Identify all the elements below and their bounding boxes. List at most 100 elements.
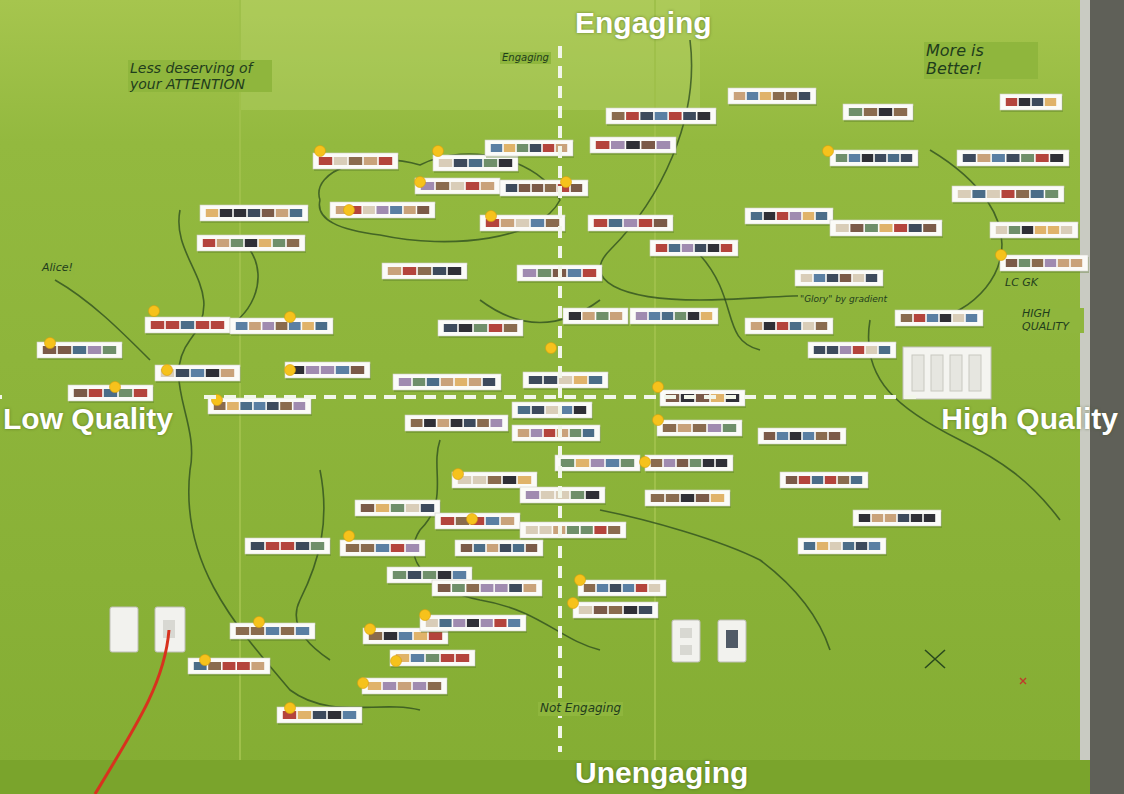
thumbnail bbox=[1031, 190, 1044, 198]
data-port bbox=[726, 630, 738, 648]
thumbnail bbox=[958, 190, 971, 198]
thumbnail bbox=[1050, 154, 1063, 162]
thumbnail bbox=[803, 212, 814, 220]
thumbnail bbox=[499, 159, 512, 167]
voting-dot bbox=[653, 415, 664, 426]
voting-dot bbox=[546, 343, 557, 354]
thumbnail bbox=[466, 584, 479, 592]
thumbnail bbox=[319, 157, 332, 165]
thumbnail bbox=[546, 219, 559, 227]
thumbnail bbox=[508, 619, 520, 627]
axis-label: High Quality bbox=[941, 402, 1118, 435]
thumbnail bbox=[454, 159, 467, 167]
storyboard-strip bbox=[606, 108, 716, 124]
thumbnail bbox=[234, 209, 246, 217]
thumbnail bbox=[518, 476, 531, 484]
thumbnail bbox=[641, 141, 655, 149]
thumbnail bbox=[516, 219, 529, 227]
thumbnail bbox=[406, 544, 419, 552]
thumbnail bbox=[290, 209, 302, 217]
outlet-socket bbox=[680, 628, 692, 638]
thumbnail bbox=[176, 369, 189, 377]
thumbnail bbox=[606, 459, 619, 467]
thumbnail bbox=[817, 542, 828, 550]
thumbnail bbox=[231, 239, 243, 247]
voting-dot bbox=[467, 514, 478, 525]
thumbnail bbox=[799, 476, 810, 484]
thumbnail bbox=[814, 346, 825, 354]
thumbnail bbox=[636, 584, 647, 592]
thumbnail bbox=[296, 542, 309, 550]
storyboard-strip bbox=[895, 310, 983, 326]
thumbnail bbox=[103, 346, 116, 354]
thumbnail bbox=[571, 184, 582, 192]
storyboard-strip bbox=[355, 500, 440, 516]
storyboard-strip bbox=[853, 510, 941, 526]
storyboard-strip bbox=[405, 415, 508, 431]
thumbnail bbox=[864, 108, 877, 116]
storyboard-strip bbox=[500, 180, 588, 196]
thumbnail bbox=[456, 654, 469, 662]
thumbnail bbox=[567, 526, 579, 534]
thumbnail bbox=[273, 239, 285, 247]
thumbnail bbox=[696, 494, 709, 502]
thumbnail bbox=[451, 419, 463, 427]
storyboard-strip bbox=[330, 202, 435, 218]
thumbnail bbox=[427, 378, 439, 386]
thumbnail bbox=[851, 476, 862, 484]
storyboard-strip bbox=[657, 420, 742, 436]
thumbnail bbox=[898, 514, 909, 522]
thumbnail bbox=[879, 108, 892, 116]
thumbnail bbox=[623, 584, 634, 592]
voting-dot bbox=[433, 146, 444, 157]
thumbnail bbox=[849, 154, 860, 162]
thumbnail bbox=[368, 682, 381, 690]
power-cord bbox=[95, 630, 169, 794]
thumbnail bbox=[1048, 226, 1059, 234]
thumbnail bbox=[526, 526, 538, 534]
thumbnail bbox=[151, 321, 164, 329]
thumbnail bbox=[406, 504, 419, 512]
thumbnail bbox=[316, 322, 328, 330]
thumbnail bbox=[266, 542, 279, 550]
thumbnail bbox=[196, 321, 209, 329]
thumbnail bbox=[703, 459, 714, 467]
storyboard-strip bbox=[145, 317, 230, 333]
thumbnail bbox=[377, 206, 389, 214]
handwritten-note: Engaging bbox=[500, 52, 551, 64]
voting-dot bbox=[110, 382, 121, 393]
thumbnail bbox=[504, 324, 517, 332]
thumbnail bbox=[469, 378, 481, 386]
storyboard-strip bbox=[745, 318, 833, 334]
thumbnail bbox=[1019, 98, 1030, 106]
thumbnail bbox=[1016, 190, 1029, 198]
handwritten-note: Alice! bbox=[40, 262, 75, 275]
thumbnail bbox=[453, 619, 465, 627]
thumbnail bbox=[576, 459, 589, 467]
thumbnail bbox=[584, 584, 595, 592]
wall-plate bbox=[718, 620, 746, 662]
thumbnail bbox=[544, 429, 555, 437]
thumbnail bbox=[657, 141, 671, 149]
thumbnail bbox=[1006, 98, 1017, 106]
voting-dot bbox=[575, 575, 586, 586]
storyboard-strip bbox=[952, 186, 1064, 202]
thumbnail bbox=[790, 432, 801, 440]
storyboard-strip bbox=[830, 220, 942, 236]
thumbnail bbox=[664, 459, 675, 467]
thumbnail bbox=[568, 269, 581, 277]
board-bottom bbox=[0, 760, 1090, 794]
thumbnail bbox=[698, 112, 711, 120]
thumbnail bbox=[556, 491, 569, 499]
thumbnail bbox=[953, 314, 964, 322]
thumbnail bbox=[119, 389, 132, 397]
thumbnail bbox=[624, 606, 637, 614]
thumbnail bbox=[888, 154, 899, 162]
thumbnail bbox=[221, 369, 234, 377]
thumbnail bbox=[546, 406, 558, 414]
thumbnail bbox=[254, 402, 266, 410]
thumbnail bbox=[693, 424, 706, 432]
thumbnail bbox=[384, 632, 397, 640]
thumbnail bbox=[827, 274, 838, 282]
